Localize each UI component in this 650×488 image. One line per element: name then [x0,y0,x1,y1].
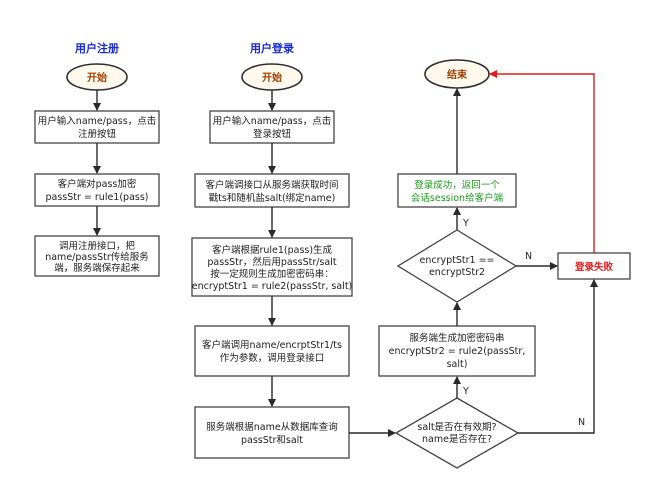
register-step-1-line-1: 用户输入name/pass，点击 [38,115,156,127]
register-step-3-line-1: 调用注册接口，把 [59,240,136,252]
compare-decision-line-2: encryptStr2 [429,267,485,278]
login-step-4-line-2: 作为参数，调用登录接口 [220,352,325,364]
login-step-3-line-2: passStr，然后用passStr/salt [207,256,336,268]
server-encrypt-line-1: 服务端生成加密密码串 [409,332,504,344]
register-step-2-line-2: passStr = rule1(pass) [45,192,148,203]
register-step-3-line-2: name/passStr传给服务 [45,251,149,263]
login-title: 用户登录 [250,41,294,55]
login-fail-box: 登录失败 [557,252,631,280]
compare-no-label: N [525,251,532,262]
server-encrypt-line-3: salt) [447,359,468,370]
login-success-box: 登录成功，返回一个 会话session给客户端 [397,173,517,208]
login-fail-label: 登录失败 [574,261,614,273]
register-step-2: 客户端对pass加密 passStr = rule1(pass) [34,173,160,207]
salt-decision-line-2: name是否存在? [422,433,492,445]
login-step-1-line-2: 登录按钮 [253,128,292,140]
register-step-2-line-1: 客户端对pass加密 [58,178,137,190]
server-encrypt-step: 服务端生成加密密码串 encryptStr2 = rule2(passStr, … [378,325,536,377]
login-step-2-line-2: 戳ts和随机盐salt(绑定name) [209,192,336,204]
login-step-5-line-2: passStr和salt [241,435,303,446]
login-step-2-line-1: 客户端调接口从服务端获取时间 [205,179,338,191]
compare-yes-label: Y [462,218,469,229]
login-step-1: 用户输入name/pass，点击 登录按钮 [209,110,335,144]
login-step-3: 客户端根据rule1(pass)生成 passStr，然后用passStr/sa… [191,237,353,297]
login-step-2: 客户端调接口从服务端获取时间 戳ts和随机盐salt(绑定name) [194,173,350,208]
compare-decision: encryptStr1 == encryptStr2 [396,229,518,303]
login-step-3-line-1: 客户端根据rule1(pass)生成 [212,244,333,256]
login-success-line-1: 登录成功，返回一个 [414,179,500,191]
register-step-3-line-3: 端，服务端保存起来 [54,262,140,274]
register-start-label: 开始 [87,71,107,84]
register-title: 用户注册 [75,41,119,55]
salt-decision: salt是否在有效期? name是否存在? [394,397,520,469]
arrow-salt-no [518,279,598,434]
login-step-5-line-1: 服务端根据name从数据库查询 [206,421,337,433]
login-step-5: 服务端根据name从数据库查询 passStr和salt [194,406,350,459]
login-start-label: 开始 [262,71,282,84]
arrow-fail-to-end [489,70,595,253]
end-label: 结束 [447,68,468,81]
login-step-4: 客户端调用name/encrptStr1/ts 作为参数，调用登录接口 [194,325,350,377]
register-step-3: 调用注册接口，把 name/passStr传给服务 端，服务端保存起来 [34,235,160,277]
salt-no-label: N [578,417,585,428]
login-success-line-2: 会话session给客户端 [411,192,504,204]
login-step-4-line-1: 客户端调用name/encrptStr1/ts [202,339,342,351]
register-step-1: 用户输入name/pass，点击 注册按钮 [34,110,160,144]
salt-yes-label: Y [462,386,469,397]
login-step-1-line-1: 用户输入name/pass，点击 [213,115,331,127]
login-step-3-line-3: 按一定规则生成加密密码串： [210,268,334,280]
login-step-3-line-4: encryptStr1 = rule2(passStr, salt) [192,281,353,292]
register-step-1-line-2: 注册按钮 [78,128,117,140]
compare-decision-line-1: encryptStr1 == [419,255,494,266]
salt-decision-line-1: salt是否在有效期? [417,421,496,433]
server-encrypt-line-2: encryptStr2 = rule2(passStr, [389,346,526,357]
